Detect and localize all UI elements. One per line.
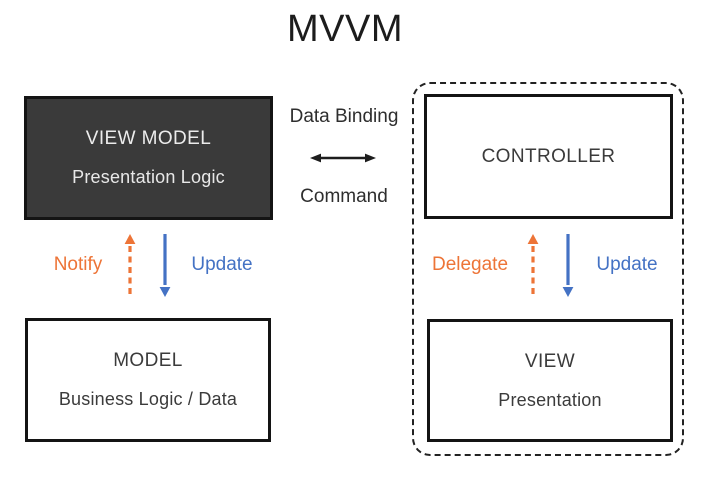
command-label: Command: [300, 186, 388, 207]
controller-title: CONTROLLER: [481, 145, 616, 167]
model-box: MODEL Business Logic / Data: [25, 318, 271, 442]
update-down-arrow-icon: [562, 234, 574, 297]
update-down-arrow-icon: [159, 234, 171, 297]
left-update-label: Update: [191, 254, 253, 275]
model-title: MODEL: [113, 350, 183, 371]
delegate-label: Delegate: [431, 254, 509, 275]
right-update-label: Update: [596, 254, 658, 275]
notify-label: Notify: [53, 254, 103, 275]
delegate-dashed-up-arrow-icon: [527, 234, 539, 297]
view-subtitle: Presentation: [498, 389, 602, 410]
view-model-subtitle: Presentation Logic: [72, 167, 225, 187]
view-controller-dashed-group: [412, 82, 684, 456]
view-model-box: VIEW MODEL Presentation Logic: [24, 96, 273, 220]
model-subtitle: Business Logic / Data: [58, 389, 238, 409]
view-model-title: VIEW MODEL: [85, 128, 212, 149]
controller-box: CONTROLLER: [424, 94, 673, 219]
view-title: VIEW: [524, 350, 576, 372]
data-binding-label: Data Binding: [289, 106, 399, 127]
view-box: VIEW Presentation: [427, 319, 673, 442]
diagram-title: MVVM: [287, 8, 403, 50]
bidirectional-arrow-icon: [310, 153, 376, 163]
notify-dashed-up-arrow-icon: [124, 234, 136, 297]
